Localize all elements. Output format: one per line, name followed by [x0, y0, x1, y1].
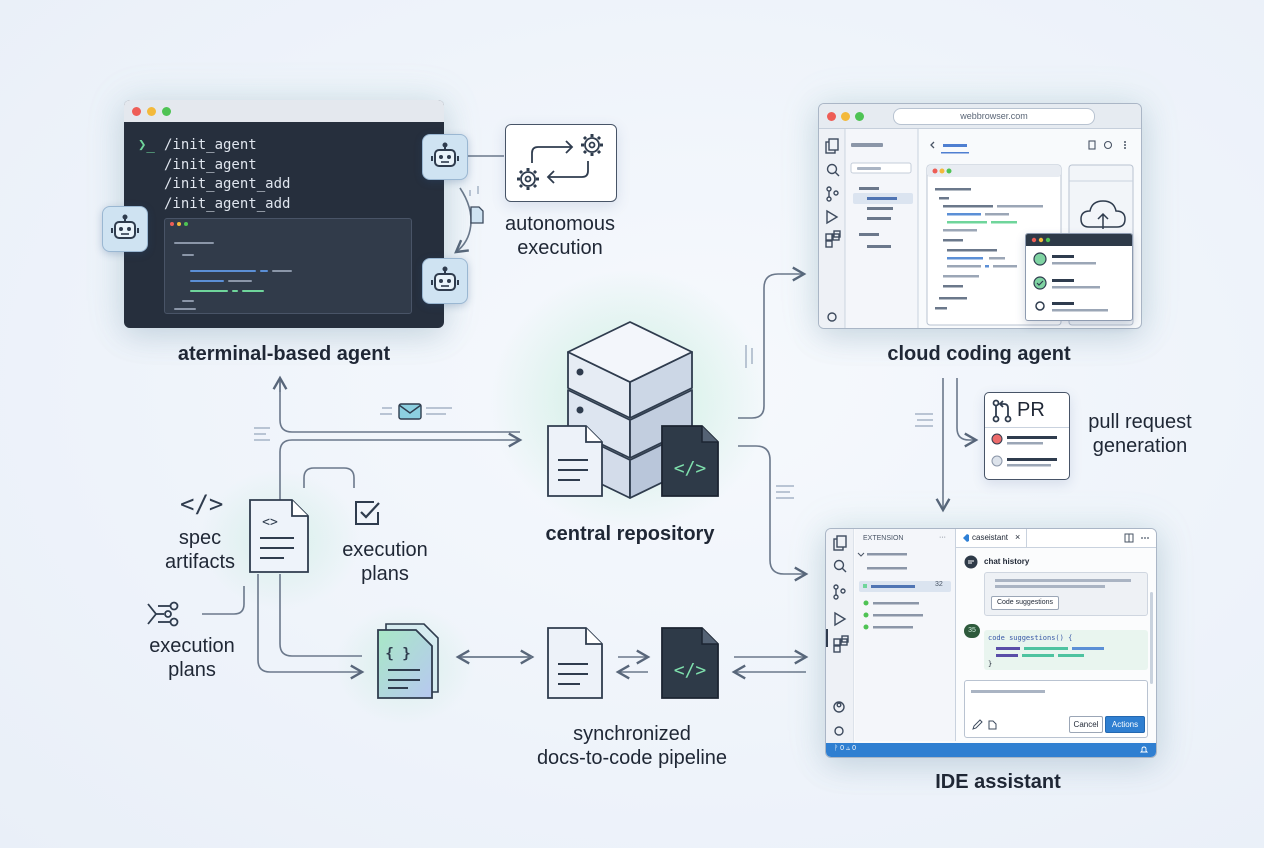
ide-tab-bar: caseistant ×	[956, 529, 1156, 548]
nested-terminal	[164, 218, 412, 314]
file-icon	[470, 206, 484, 224]
ide-sidebar: EXTENSION ··· 32	[855, 529, 956, 741]
unread-count-badge: 32	[935, 581, 943, 588]
gears-cycle-icon	[517, 134, 603, 190]
spec-document-icon: <>	[248, 498, 310, 574]
chat-history-title: chat history	[984, 557, 1030, 566]
agent-tasks-popup	[1025, 233, 1133, 321]
code-symbol: </>	[674, 458, 707, 479]
attach-icon	[988, 720, 997, 730]
pr-label-line2: generation	[1092, 435, 1188, 457]
prompt-icon: ❯_	[138, 137, 155, 153]
robot-icon	[422, 134, 468, 180]
cancel-button[interactable]: Cancel	[1069, 716, 1103, 733]
nested-terminal-lines	[174, 242, 292, 310]
cloud-agent-label: cloud coding agent	[887, 343, 1071, 365]
code-file-icon: </>	[660, 424, 720, 498]
server-stack-icon	[560, 320, 700, 500]
pr-checks	[991, 433, 1057, 467]
pull-request-card: PR	[984, 392, 1070, 480]
tab-close-icon[interactable]: ×	[1015, 532, 1021, 542]
chat-scrollbar[interactable]	[1150, 592, 1153, 684]
robot-icon	[422, 258, 468, 304]
terminal-commands: ❯_ /init_agent /init_agent /init_agent_ad…	[138, 136, 290, 215]
envelope-icon	[398, 403, 422, 420]
checklist-icon	[352, 498, 382, 528]
spec-label-line2: artifacts	[164, 551, 236, 573]
chat-panel: chat history Code suggestions 35 code su…	[956, 548, 1156, 741]
code-suggestions-button[interactable]: Code suggestions	[991, 596, 1059, 610]
close-dot-icon[interactable]	[132, 106, 141, 116]
url-bar[interactable]: webbrowser.com	[893, 108, 1095, 125]
ide-activity-bar	[826, 529, 854, 757]
terminal-agent-label: aterminal-based agent	[177, 343, 391, 365]
sidebar-title: EXTENSION	[863, 535, 904, 542]
json-document-stack-icon: { }	[376, 622, 442, 700]
svg-text:</>: </>	[674, 660, 707, 681]
assistant-avatar: 35	[964, 624, 980, 638]
git-merge-icon	[991, 399, 1013, 423]
pr-label-line1: pull request	[1088, 411, 1192, 433]
workflow-nodes-icon	[146, 600, 180, 630]
code-file-icon: </>	[660, 626, 720, 700]
execution-plans-label-line1: execution	[342, 539, 428, 561]
tab-caseistant[interactable]: caseistant ×	[956, 529, 1027, 547]
ide-assistant-window: EXTENSION ··· 32 caseistant × chat hist	[825, 528, 1157, 758]
code-suggestion-line: code suggestions() {	[988, 634, 1073, 642]
robot-icon	[102, 206, 148, 252]
tab-label: caseistant	[972, 533, 1009, 542]
code-close-brace: }	[988, 660, 993, 668]
document-icon	[546, 424, 604, 498]
spec-label-line1: spec	[178, 527, 222, 549]
execution-plans-left-line1: execution	[149, 635, 235, 657]
split-editor-icon[interactable]	[1124, 533, 1152, 543]
chat-message: Code suggestions	[984, 572, 1148, 616]
vscode-icon	[963, 534, 969, 542]
chat-input[interactable]: Cancel Actions	[964, 680, 1148, 738]
autonomous-execution-box	[505, 124, 617, 202]
pipeline-label-line1: synchronized	[573, 723, 691, 745]
close-dot-icon[interactable]	[827, 112, 836, 121]
command-line: /init_agent_add	[164, 196, 291, 213]
autonomous-label-line2: execution	[517, 237, 603, 259]
svg-text:{ }: { }	[385, 646, 410, 662]
pencil-icon	[972, 719, 983, 730]
code-brackets-icon: </>	[180, 490, 224, 518]
minimize-dot-icon[interactable]	[841, 112, 850, 121]
minimize-dot-icon[interactable]	[147, 106, 156, 116]
maximize-dot-icon[interactable]	[855, 112, 864, 121]
maximize-dot-icon[interactable]	[162, 106, 171, 116]
document-icon	[546, 626, 604, 700]
execution-plans-left-line2: plans	[168, 659, 216, 681]
command-line: /init_agent	[164, 156, 257, 173]
code-suggestion-block: code suggestions() { }	[984, 630, 1148, 670]
bell-icon[interactable]	[1140, 746, 1148, 754]
actions-button[interactable]: Actions	[1105, 716, 1145, 733]
terminal-titlebar	[124, 100, 444, 122]
pr-badge: PR	[1017, 399, 1045, 421]
cloud-agent-browser-window: webbrowser.com	[818, 103, 1142, 329]
status-text[interactable]: ᚹ 0 ⚠ 0	[834, 745, 857, 752]
execution-plans-label-line2: plans	[361, 563, 409, 585]
pipeline-label-line2: docs-to-code pipeline	[536, 747, 728, 769]
command-line: /init_agent	[164, 137, 257, 153]
autonomous-label-line1: autonomous	[504, 213, 616, 235]
sidebar-menu-icon[interactable]: ···	[939, 534, 946, 541]
ide-status-bar: ᚹ 0 ⚠ 0	[826, 743, 1156, 757]
svg-text:<>: <>	[262, 515, 278, 530]
terminal-window: ❯_ /init_agent /init_agent /init_agent_ad…	[124, 100, 444, 328]
browser-toolbar: webbrowser.com	[819, 104, 1141, 129]
ide-assistant-label: IDE assistant	[935, 771, 1061, 793]
command-line: /init_agent_add	[164, 176, 291, 193]
central-repository-label: central repository	[545, 523, 715, 545]
chat-avatar-icon	[964, 555, 978, 569]
